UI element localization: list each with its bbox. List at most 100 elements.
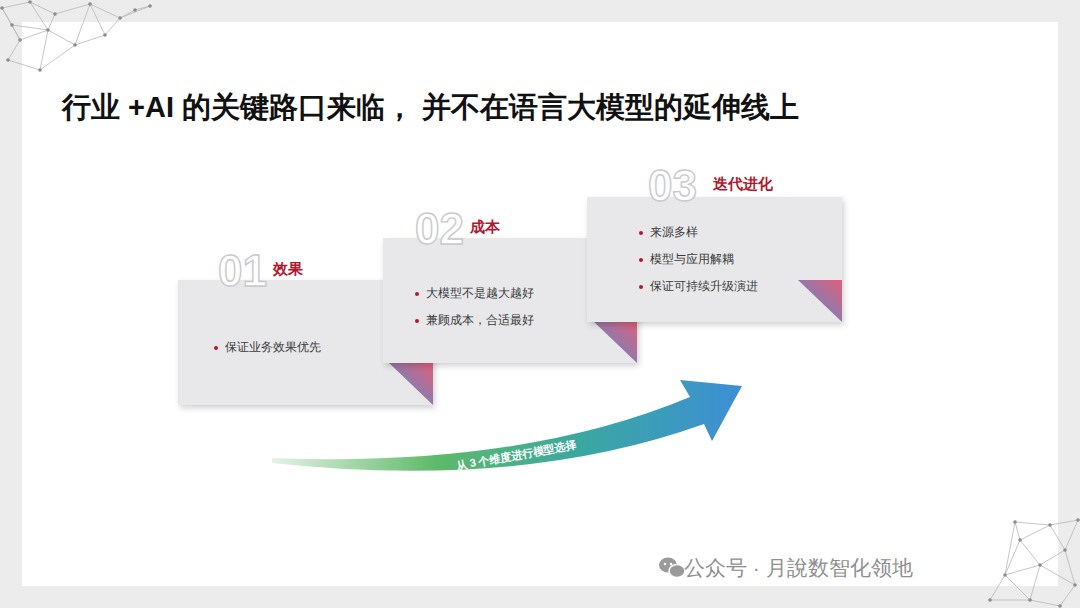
bullet-item: 模型与应用解耦: [639, 246, 758, 273]
bullet-dot: [639, 285, 643, 289]
network-line: [1050, 520, 1078, 525]
step-card: 03迭代进化来源多样模型与应用解耦保证可持续升级演进: [587, 197, 842, 322]
network-dot: [1038, 563, 1042, 567]
network-line: [1050, 525, 1065, 550]
network-dot: [10, 23, 14, 27]
network-line: [1015, 522, 1050, 525]
network-line: [20, 30, 48, 40]
bullet-list: 保证业务效果优先: [214, 334, 321, 361]
network-line: [75, 4, 90, 45]
network-dot: [118, 16, 122, 20]
network-line: [105, 18, 120, 35]
step-heading: 效果: [273, 260, 303, 278]
network-line: [1060, 585, 1075, 606]
network-dot: [53, 12, 57, 16]
network-line: [40, 30, 48, 70]
bullet-text: 模型与应用解耦: [650, 251, 734, 268]
network-dot: [88, 2, 92, 6]
network-line: [1065, 520, 1078, 550]
bullet-dot: [639, 231, 643, 235]
network-line: [990, 575, 1005, 600]
bullet-item: 保证可持续升级演进: [639, 273, 758, 300]
network-dot: [28, 0, 32, 4]
network-line: [75, 35, 105, 45]
bullet-item: 来源多样: [639, 219, 758, 246]
corner-triangle: [389, 363, 433, 405]
network-line: [120, 10, 135, 18]
network-dot: [1003, 573, 1007, 577]
network-line: [1015, 522, 1020, 540]
network-line: [990, 600, 1030, 601]
bullet-dot: [214, 346, 218, 350]
network-line: [48, 14, 55, 30]
wechat-icon: [659, 558, 685, 578]
network-dot: [988, 598, 992, 602]
network-line: [120, 6, 150, 18]
network-line: [12, 25, 20, 40]
network-line: [2, 8, 20, 40]
network-dot: [46, 28, 50, 32]
network-line: [2, 8, 12, 25]
network-dot: [1073, 583, 1077, 587]
network-line: [8, 60, 40, 70]
bullet-text: 保证可持续升级演进: [650, 278, 758, 295]
step-number: 01: [218, 249, 267, 293]
bullet-item: 兼顾成本，合适最好: [415, 307, 534, 334]
step-number: 02: [415, 207, 464, 251]
arrow-label: 从 3 个维度进行模型选择: [455, 438, 578, 474]
network-line: [1030, 565, 1040, 600]
network-line: [1005, 575, 1030, 600]
network-decoration: [0, 0, 152, 72]
bullet-item: 大模型不是越大越好: [415, 280, 534, 307]
network-line: [48, 30, 75, 45]
network-line: [135, 6, 150, 10]
bullet-list: 来源多样模型与应用解耦保证可持续升级演进: [639, 219, 758, 300]
corner-triangle: [593, 321, 637, 363]
network-line: [8, 40, 20, 60]
network-dot: [1018, 538, 1022, 542]
bullet-text: 兼顾成本，合适最好: [426, 312, 534, 329]
network-dot: [103, 33, 107, 37]
network-line: [1030, 600, 1060, 606]
bullet-text: 保证业务效果优先: [225, 339, 321, 356]
step-heading: 成本: [470, 218, 500, 236]
bullet-dot: [415, 319, 419, 323]
network-dot: [1058, 604, 1062, 608]
corner-triangle: [798, 280, 842, 322]
network-line: [1005, 540, 1020, 575]
network-dot: [18, 38, 22, 42]
network-dot: [1013, 520, 1017, 524]
network-line: [1020, 525, 1050, 540]
network-line: [1020, 540, 1040, 565]
network-line: [12, 25, 48, 30]
network-dot: [73, 43, 77, 47]
bullet-dot: [639, 258, 643, 262]
network-dot: [148, 4, 152, 8]
network-line: [90, 4, 105, 35]
network-dot: [1063, 548, 1067, 552]
bullet-text: 来源多样: [650, 224, 698, 241]
network-dot: [1028, 598, 1032, 602]
slide-title: 行业 +AI 的关键路口来临， 并不在语言大模型的延伸线上: [62, 88, 799, 128]
network-decoration: [988, 518, 1080, 608]
network-line: [90, 4, 120, 18]
network-line: [1040, 565, 1075, 585]
bullet-text: 大模型不是越大越好: [426, 285, 534, 302]
network-line: [55, 4, 90, 14]
network-dot: [6, 58, 10, 62]
network-line: [40, 45, 75, 70]
bullet-list: 大模型不是越大越好兼顾成本，合适最好: [415, 280, 534, 334]
network-dot: [1048, 523, 1052, 527]
step-heading: 迭代进化: [713, 175, 773, 193]
network-line: [1005, 522, 1015, 575]
bullet-dot: [415, 292, 419, 296]
step-number: 03: [648, 164, 697, 208]
bullet-item: 保证业务效果优先: [214, 334, 321, 361]
network-dot: [0, 6, 4, 10]
watermark: 公众号 · 月說数智化领地: [684, 554, 913, 582]
network-line: [2, 2, 30, 8]
network-dot: [133, 8, 137, 12]
network-line: [1040, 550, 1065, 565]
network-dot: [38, 68, 42, 72]
